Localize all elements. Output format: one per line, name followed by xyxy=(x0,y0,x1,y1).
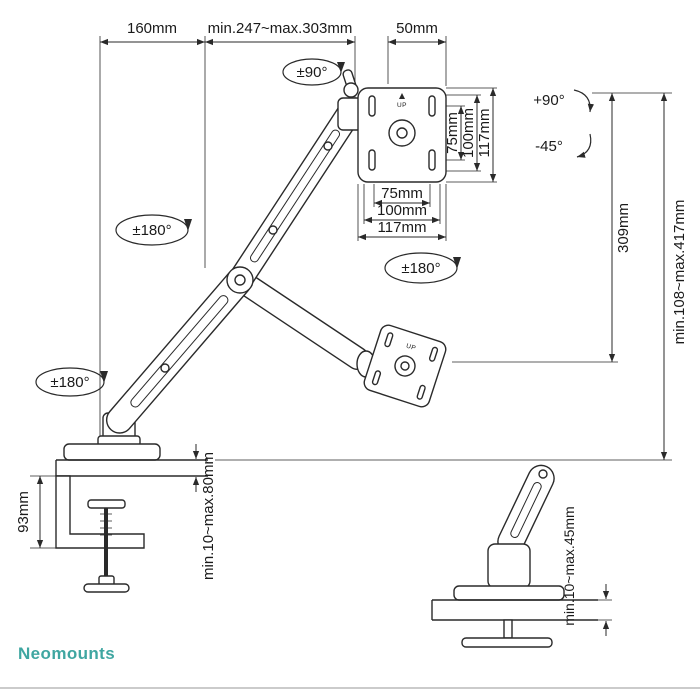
desk-slab xyxy=(55,459,208,477)
lower-arm-and-clamp xyxy=(55,268,253,593)
grommet-base-plate xyxy=(453,585,565,601)
dim-clamp-height: 93mm xyxy=(15,491,32,533)
tilt-up-arrow-icon xyxy=(573,89,595,113)
arm-lowered-position: UP xyxy=(230,270,447,408)
tilt-knob xyxy=(343,82,359,98)
screw-handle xyxy=(83,583,130,593)
grommet-mount-drawing xyxy=(431,464,598,648)
arm-bolt xyxy=(268,225,278,235)
tilt-down-arrow-icon xyxy=(576,133,592,158)
grommet-pole xyxy=(487,543,531,589)
elbow-joint-pin xyxy=(234,274,246,286)
brand-wordmark: Neomounts xyxy=(18,644,116,663)
ghost-vesa-plate: UP xyxy=(363,324,447,408)
clamp-base-plate xyxy=(63,443,161,461)
vesa-plate: UP xyxy=(357,87,447,183)
dim-vesa-h75: 75mm xyxy=(381,185,423,202)
arm-bolt xyxy=(160,363,170,373)
elbow-joint xyxy=(226,266,254,294)
dim-vesa-depth: 50mm xyxy=(396,20,438,37)
dim-vesa-h100: 100mm xyxy=(377,202,427,219)
dim-vesa-h117: 117mm xyxy=(378,219,427,236)
clamp-pad xyxy=(87,499,126,509)
dim-vesa-v100: 100mm xyxy=(460,108,477,158)
dim-top-offset: 160mm xyxy=(127,20,177,37)
dim-clamp-range: min.10~max.80mm xyxy=(200,452,217,580)
label-elbow-swivel: ±180° xyxy=(132,222,171,239)
footer-divider xyxy=(0,687,700,689)
dimension-lines xyxy=(36,38,668,636)
arm-bolt xyxy=(323,141,333,151)
vesa-up-marking: UP xyxy=(397,102,407,109)
grommet-bar xyxy=(461,637,553,648)
dim-height-range: min.108~max.417mm xyxy=(671,200,688,345)
up-arrow-icon xyxy=(399,93,405,99)
rotation-indicators xyxy=(35,58,595,397)
grommet-desk-slab xyxy=(431,599,598,621)
ghost-vesa-up-marking: UP xyxy=(405,343,417,353)
dim-grommet-range: min.10~max.45mm xyxy=(561,506,577,625)
arm-bolt xyxy=(538,469,548,479)
clamp-bracket xyxy=(55,475,145,549)
label-vesa-rotation: ±90° xyxy=(297,64,328,81)
label-tilt-up: +90° xyxy=(533,92,564,109)
dim-vesa-v75: 75mm xyxy=(444,112,461,154)
grommet-screw xyxy=(503,619,513,639)
dimension-labels: 160mm min.247~max.303mm 50mm ±90° 75mm 1… xyxy=(15,20,688,626)
dim-lift-stroke: 309mm xyxy=(615,203,632,253)
label-tilt-down: -45° xyxy=(535,138,563,155)
label-base-swivel: ±180° xyxy=(50,374,89,391)
label-vesa-swivel: ±180° xyxy=(401,260,440,277)
vesa-head: UP xyxy=(337,69,447,183)
dim-vesa-v117: 117mm xyxy=(476,109,493,158)
dim-reach-range: min.247~max.303mm xyxy=(208,20,353,37)
